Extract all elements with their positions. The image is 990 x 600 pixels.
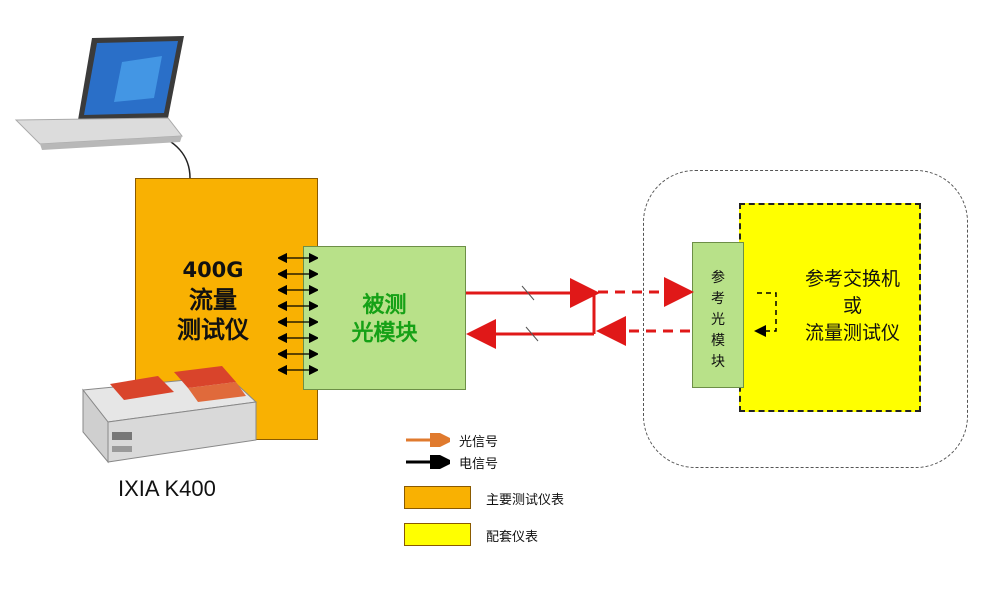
ref-module-char-3: 光 xyxy=(711,312,725,328)
legend-optical-arrow xyxy=(406,433,450,447)
dut-module-box xyxy=(303,246,466,390)
ref-device-line3: 流量测试仪 xyxy=(804,322,900,344)
ref-module-char-4: 模 xyxy=(711,333,725,349)
ixia-hardware-icon xyxy=(82,366,258,464)
tester-line3: 测试仪 xyxy=(177,316,249,344)
legend-auxiliary-label: 配套仪表 xyxy=(486,530,539,545)
ref-module-char-2: 考 xyxy=(711,291,725,307)
ref-device-line1: 参考交换机 xyxy=(804,268,900,290)
ref-device-line2: 或 xyxy=(842,295,862,317)
dut-line1: 被测 xyxy=(362,293,407,318)
reference-module-label: 参 考 光 模 块 xyxy=(692,268,744,373)
reference-group-border xyxy=(643,170,968,468)
laptop-icon xyxy=(14,36,184,150)
legend-optical-label: 光信号 xyxy=(459,435,499,450)
legend-auxiliary-swatch xyxy=(404,523,471,546)
reference-module-box xyxy=(692,242,744,388)
ref-module-char-1: 参 xyxy=(711,270,725,286)
legend-primary-swatch xyxy=(404,486,471,509)
reference-device-label: 参考交换机 或 流量测试仪 xyxy=(780,266,925,347)
tester-line2: 流量 xyxy=(189,286,237,314)
primary-tester-label: 400G 流量 测试仪 xyxy=(158,255,268,345)
dut-module-label: 被测 光模块 xyxy=(303,292,466,348)
electrical-links xyxy=(278,252,318,376)
ref-module-char-5: 块 xyxy=(711,354,725,370)
legend-electrical-label: 电信号 xyxy=(459,457,499,472)
tester-speed: 400G xyxy=(182,258,244,282)
legend-electrical-arrow xyxy=(406,455,450,469)
dut-line2: 光模块 xyxy=(351,321,418,346)
model-label: IXIA K400 xyxy=(118,476,216,501)
legend-primary-label: 主要测试仪表 xyxy=(486,493,565,508)
